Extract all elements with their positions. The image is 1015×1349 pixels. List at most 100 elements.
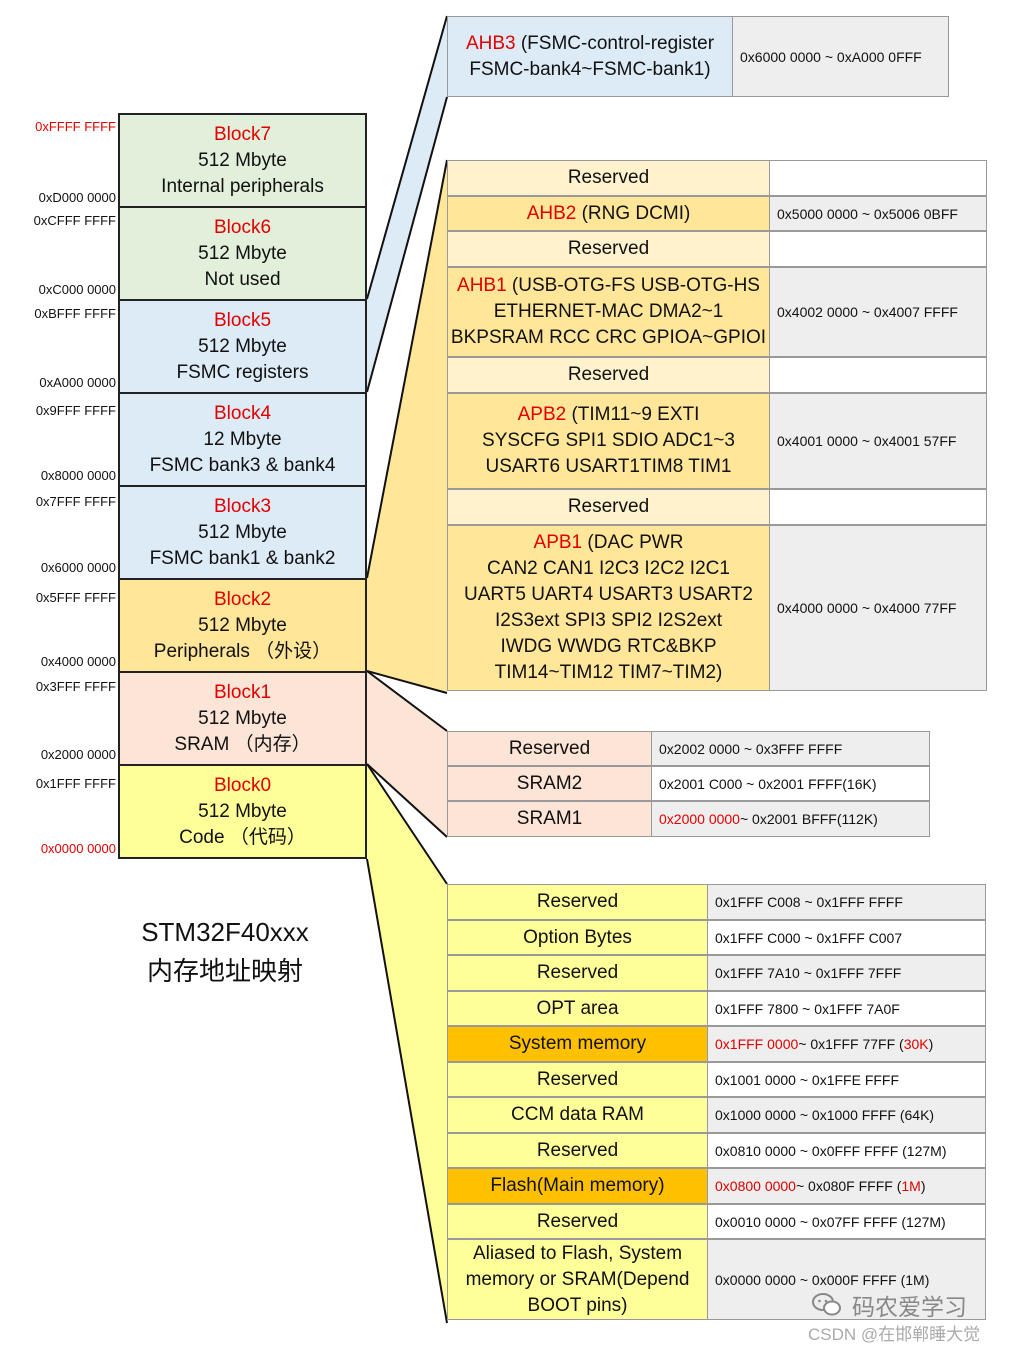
block-1: Block1 512 Mbyte SRAM （内存） bbox=[118, 671, 367, 766]
addr-start-block5: 0xA000 0000 bbox=[39, 375, 116, 390]
block-desc: FSMC bank1 & bank2 bbox=[149, 547, 336, 569]
addr-start-block7: 0xD000 0000 bbox=[38, 190, 116, 205]
ahb3-desc-line1: (FSMC-control-register bbox=[515, 32, 715, 54]
row-label-text: Reserved bbox=[536, 962, 619, 983]
row-label-text: USART6 USART1TIM8 TIM1 bbox=[485, 456, 732, 477]
row-address-cell: 0x1FFF 7A10 ~ 0x1FFF 7FFF bbox=[708, 955, 986, 991]
row-label-text: Reserved bbox=[567, 496, 650, 517]
sram-wedge-bottom-line bbox=[366, 763, 448, 838]
row-label-line: BKPSRAM RCC CRC GPIOA~GPIOI bbox=[451, 325, 766, 351]
diagram-caption: STM32F40xxx 内存地址映射 bbox=[110, 913, 340, 991]
peripheral-wedge-bottom-line bbox=[366, 670, 448, 694]
row-label-line: CCM data RAM bbox=[511, 1102, 644, 1128]
row-label-text: Reserved bbox=[536, 1139, 619, 1161]
peripheral-wedge bbox=[367, 160, 447, 693]
row-label-text: OPT area bbox=[536, 997, 619, 1019]
block-size: 512 Mbyte bbox=[198, 707, 287, 729]
block-size: 512 Mbyte bbox=[198, 242, 287, 264]
address-text: 0x1FFF 7800 ~ 0x1FFF 7A0F bbox=[715, 1000, 900, 1017]
row-name-cell: Reserved bbox=[447, 731, 652, 766]
row-label-line: System memory bbox=[509, 1031, 646, 1057]
address-text: 0x2002 0000 ~ 0x3FFF FFFF bbox=[659, 740, 843, 757]
row-address-cell: 0x1FFF C000 ~ 0x1FFF C007 bbox=[708, 920, 986, 955]
row-address-cell bbox=[770, 357, 987, 393]
row-name-cell: CCM data RAM bbox=[447, 1097, 708, 1133]
block-name: Block3 bbox=[213, 495, 272, 517]
block-name: Block7 bbox=[213, 123, 272, 145]
address-text: 0x1000 0000 ~ 0x1000 FFFF (64K) bbox=[715, 1107, 935, 1123]
row-name-cell: Reserved bbox=[447, 1204, 708, 1239]
row-label-line: Reserved bbox=[568, 362, 649, 388]
row-label-line: UART5 UART4 USART3 USART2 bbox=[464, 582, 753, 608]
row-label-text: ETHERNET-MAC DMA2~1 bbox=[493, 301, 724, 322]
row-address-cell: 0x4000 0000 ~ 0x4000 77FF bbox=[770, 525, 987, 691]
row-label-text: IWDG WWDG RTC&BKP bbox=[500, 636, 717, 657]
row-name-cell: Reserved bbox=[447, 231, 770, 267]
block-size: 12 Mbyte bbox=[203, 428, 282, 450]
row-address-cell: 0x2002 0000 ~ 0x3FFF FFFF bbox=[652, 731, 930, 766]
row-label-line: Flash(Main memory) bbox=[490, 1173, 664, 1199]
ahb3-wedge bbox=[367, 16, 447, 392]
row-label-line: BOOT pins) bbox=[528, 1293, 628, 1319]
row-name-cell: Flash(Main memory) bbox=[447, 1168, 708, 1204]
row-label-text: memory or SRAM(Depend bbox=[465, 1268, 690, 1290]
row-label-line: SRAM2 bbox=[517, 771, 582, 797]
code-row: Reserved 0x1FFF C008 ~ 0x1FFF FFFF bbox=[447, 884, 986, 920]
peripherals-row: Reserved bbox=[447, 357, 987, 393]
addr-start-block6: 0xC000 0000 bbox=[38, 282, 116, 297]
block-name: Block2 bbox=[213, 588, 272, 610]
code-wedge-top-line bbox=[366, 763, 448, 885]
row-label-text: (TIM11~9 EXTI bbox=[566, 404, 700, 425]
row-name-cell: Reserved bbox=[447, 1133, 708, 1168]
block-desc: Internal peripherals bbox=[161, 175, 324, 197]
row-label-line: Reserved bbox=[537, 1209, 618, 1235]
sram-wedge bbox=[367, 671, 447, 837]
row-address-cell: 0x5000 0000 ~ 0x5006 0BFF bbox=[770, 196, 987, 231]
row-name-cell: Reserved bbox=[447, 955, 708, 991]
row-label-line: I2S3ext SPI3 SPI2 I2S2ext bbox=[495, 608, 722, 634]
row-label-line: Reserved bbox=[537, 889, 618, 915]
row-label-text: Reserved bbox=[536, 1210, 619, 1232]
row-label-line: SYSCFG SPI1 SDIO ADC1~3 bbox=[482, 428, 735, 454]
address-text: 0x1FFF 7A10 ~ 0x1FFF 7FFF bbox=[715, 965, 902, 981]
addr-end-block1: 0x3FFF FFFF bbox=[35, 679, 116, 694]
row-address-cell: 0x2000 0000 ~ 0x2001 BFFF(112K) bbox=[652, 801, 930, 837]
address-text: 0x4002 0000 ~ 0x4007 FFFF bbox=[777, 304, 958, 320]
address-text: 0x4001 0000 ~ 0x4001 57FF bbox=[777, 433, 957, 449]
row-name-cell: Reserved bbox=[447, 489, 770, 525]
row-label-text: Reserved bbox=[536, 1068, 619, 1090]
addr-end-block6: 0xCFFF FFFF bbox=[33, 213, 116, 228]
ahb3-desc-line2: FSMC-bank4~FSMC-bank1) bbox=[469, 58, 711, 80]
address-text: 0x1FFF C008 ~ 0x1FFF FFFF bbox=[715, 894, 903, 910]
code-row: OPT area 0x1FFF 7800 ~ 0x1FFF 7A0F bbox=[447, 991, 986, 1026]
address-text: 0x0000 0000 ~ 0x000F FFFF (1M) bbox=[715, 1271, 930, 1288]
wechat-account-name: 码农爱学习 bbox=[852, 1294, 967, 1320]
address-text: 0x1001 0000 ~ 0x1FFE FFFF bbox=[715, 1071, 900, 1088]
row-name-cell: Reserved bbox=[447, 1062, 708, 1097]
row-label-line: USART6 USART1TIM8 TIM1 bbox=[485, 454, 731, 480]
row-address-cell bbox=[770, 489, 987, 525]
row-address-cell: 0x1001 0000 ~ 0x1FFE FFFF bbox=[708, 1062, 986, 1097]
address-text: 0x2001 C000 ~ 0x2001 FFFF(16K) bbox=[659, 775, 877, 792]
row-address-cell: 0x4001 0000 ~ 0x4001 57FF bbox=[770, 393, 987, 489]
row-address-cell: 0x0010 0000 ~ 0x07FF FFFF (127M) bbox=[708, 1204, 986, 1239]
bus-label: APB1 bbox=[533, 532, 583, 553]
block-name: Block0 bbox=[213, 774, 272, 796]
row-label-text: Flash(Main memory) bbox=[490, 1175, 665, 1196]
row-label-text: BKPSRAM RCC CRC GPIOA~GPIOI bbox=[450, 327, 767, 348]
address-text: ~ 0x080F FFFF ( bbox=[795, 1178, 902, 1194]
row-label-text: TIM14~TIM12 TIM7~TIM2) bbox=[494, 662, 723, 683]
row-address-cell: 0x4002 0000 ~ 0x4007 FFFF bbox=[770, 267, 987, 357]
addr-end-block2: 0x5FFF FFFF bbox=[35, 590, 116, 605]
code-row: Flash(Main memory)0x0800 0000 ~ 0x080F F… bbox=[447, 1168, 986, 1204]
row-label-text: BOOT pins) bbox=[527, 1294, 628, 1316]
peripherals-row: AHB2 (RNG DCMI)0x5000 0000 ~ 0x5006 0BFF bbox=[447, 196, 987, 231]
row-label-text: SRAM2 bbox=[516, 772, 583, 794]
address-close: ) bbox=[920, 1178, 926, 1194]
